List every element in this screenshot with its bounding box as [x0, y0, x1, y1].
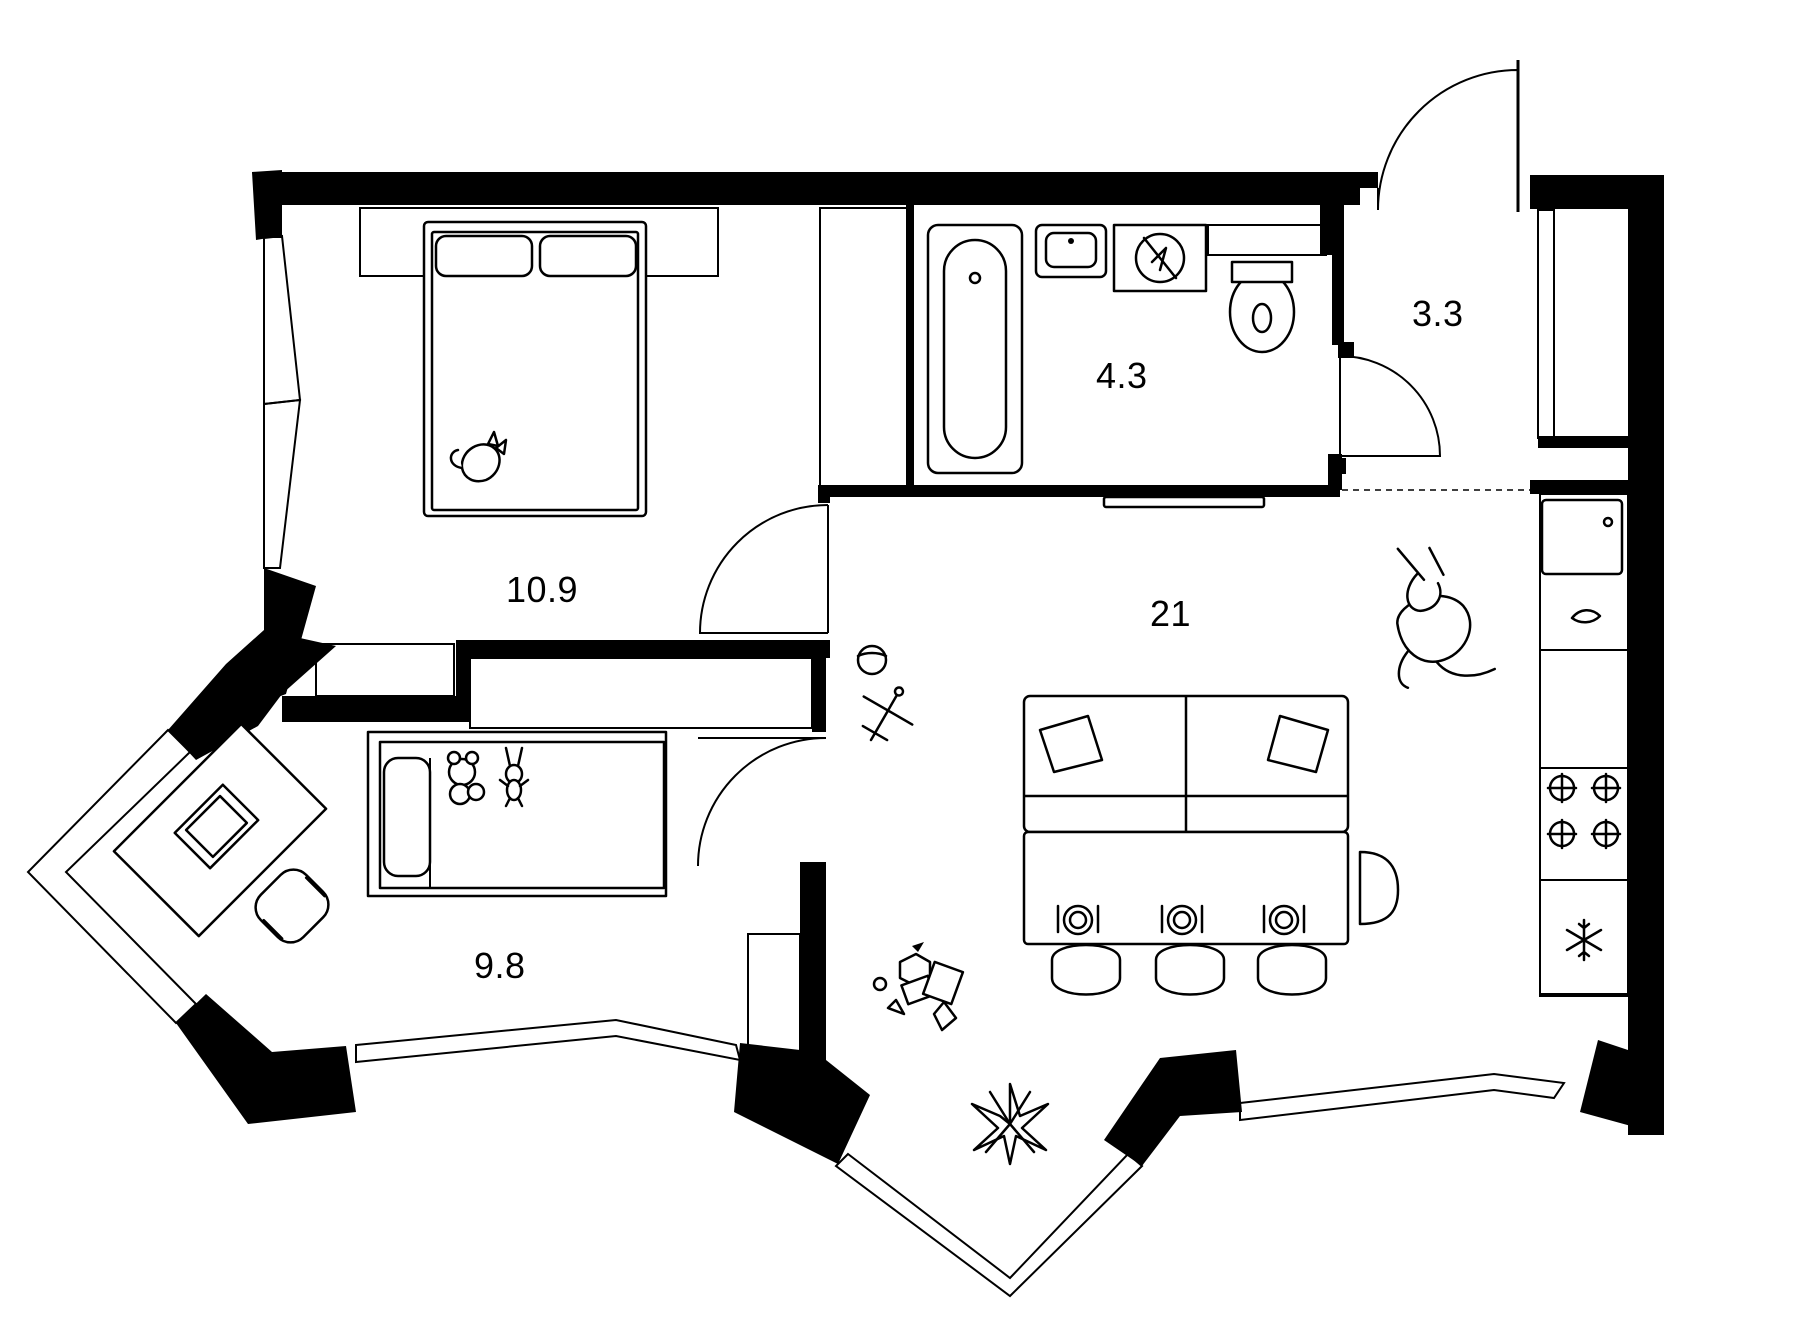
bathtub-drain	[968, 271, 982, 285]
wall-east	[1628, 175, 1664, 1135]
toilet-seat	[1251, 302, 1273, 334]
bunny-toy-icon	[498, 746, 530, 808]
cushion-right	[1266, 714, 1330, 774]
room-area-kids-room: 9.8	[474, 945, 526, 986]
wall-hall-stub-2	[1332, 458, 1346, 474]
plant-icon	[970, 1082, 1050, 1166]
sink-tap	[1068, 238, 1074, 244]
wall-kids-living-south	[800, 862, 826, 1062]
cushion-left	[1038, 714, 1104, 774]
room-area-bedroom: 10.9	[506, 569, 579, 610]
wall-south-mid	[734, 1030, 870, 1164]
living-window-south	[1239, 1072, 1566, 1122]
kids-closet	[747, 933, 801, 1059]
living-window-bay	[834, 1152, 1144, 1298]
plane-toy-icon	[861, 686, 914, 742]
sink-basin	[1044, 231, 1098, 269]
pillow-right	[538, 234, 638, 278]
wall-bath-hall	[1332, 205, 1344, 345]
wall-kids-north	[456, 640, 830, 658]
desk-chair	[254, 868, 330, 944]
kids-pillow	[382, 756, 432, 878]
washer-symbol	[1142, 236, 1178, 280]
cat-lying-icon	[1396, 546, 1496, 690]
bedroom-door	[698, 504, 829, 634]
teddy-toy-icon	[446, 750, 486, 806]
bedroom-window-lower	[263, 398, 302, 569]
snowflake-icon	[1565, 918, 1603, 962]
dining-chairs	[1050, 850, 1400, 996]
wall-hall-niche	[1538, 436, 1634, 448]
wall-nw-corner	[252, 170, 282, 238]
wall-south-east-pier	[1580, 1040, 1664, 1135]
bedroom-window	[263, 234, 302, 406]
wall-bath-west	[906, 205, 914, 495]
kitchen-sink	[1540, 498, 1624, 576]
kids-shelf	[469, 657, 813, 729]
hall-closet-panel	[1537, 209, 1555, 439]
laptop-screen	[184, 794, 249, 859]
wall-north	[252, 172, 1378, 240]
bedroom-desk	[315, 643, 455, 697]
cat-icon	[449, 430, 508, 483]
room-area-hallway: 3.3	[1412, 293, 1464, 334]
room-area-living-kitchen: 21	[1150, 593, 1192, 634]
bathtub-basin	[942, 238, 1008, 460]
wall-west-angle	[168, 630, 336, 760]
kitchen-drop-icon	[1570, 609, 1602, 624]
kids-window-south	[355, 1018, 742, 1064]
entrance-door	[1377, 68, 1519, 211]
double-bed	[422, 220, 648, 518]
hall-window	[1537, 209, 1555, 439]
counter-end	[1539, 993, 1629, 997]
wall-bath-corner	[1320, 205, 1332, 255]
dining-table	[1022, 830, 1350, 946]
kids-desk	[112, 722, 328, 938]
bathroom-door	[1339, 355, 1442, 457]
pillow-left	[434, 234, 534, 278]
wall-bath-living	[818, 485, 1340, 497]
tv-stand	[1102, 495, 1266, 509]
sofa	[1022, 694, 1350, 834]
plate-setting-3	[1262, 904, 1306, 936]
kids-door	[697, 737, 827, 867]
wall-bed-kids-partition	[282, 696, 456, 722]
bath-shelf	[1207, 224, 1327, 256]
fixtures	[315, 207, 1555, 1059]
living-kitchen-furniture	[856, 493, 1629, 1166]
blocks-toy-icon	[872, 942, 965, 1032]
ball-toy-icon	[856, 644, 888, 676]
bedroom-closet	[819, 207, 909, 489]
wall-hall-niche-2	[1530, 480, 1630, 494]
wall-bath-stub	[818, 485, 830, 503]
bed-headboard-cabinet	[359, 207, 719, 277]
toilet-tank	[1230, 260, 1294, 284]
doors	[697, 60, 1530, 867]
wall-kids-north-stub	[456, 640, 470, 722]
wall-south-east-mid	[1104, 1050, 1242, 1166]
wall-sw-corner	[176, 994, 356, 1124]
bathroom-fixtures	[926, 223, 1296, 509]
bed-mattress	[430, 230, 640, 512]
plate-setting-2	[1160, 904, 1204, 936]
wall-hall-stub	[1338, 342, 1354, 358]
wall-closet-east	[812, 640, 826, 732]
walls	[168, 170, 1664, 1166]
room-area-bathroom: 4.3	[1096, 355, 1148, 396]
hob-burner-icon	[1546, 772, 1622, 850]
plate-setting-1	[1056, 904, 1100, 936]
kids-furniture	[112, 722, 668, 944]
